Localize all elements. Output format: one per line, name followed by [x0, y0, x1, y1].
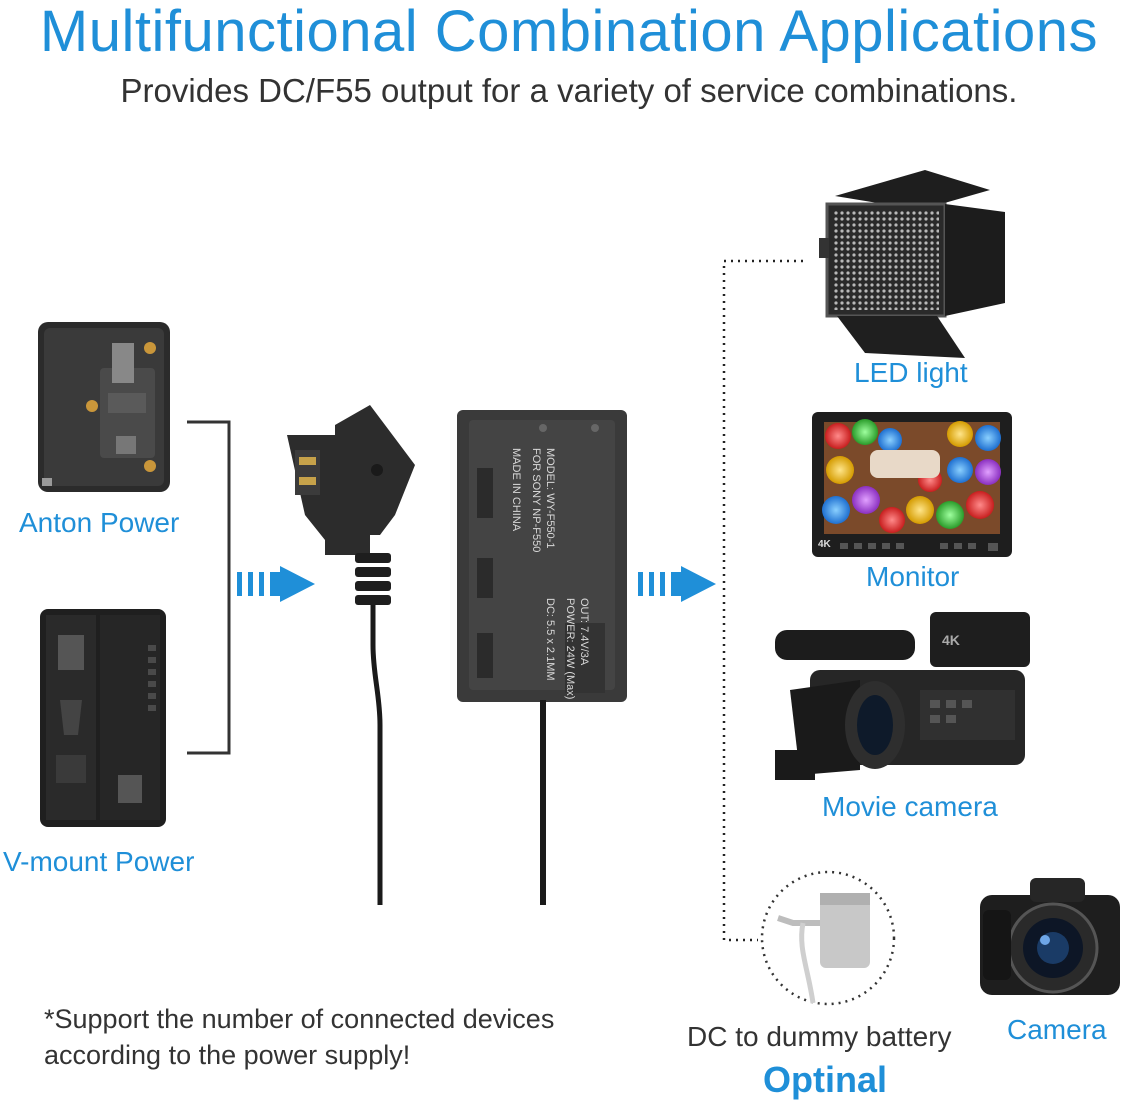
output-label-camera: Camera	[1007, 1014, 1107, 1045]
adapter-out-text: OUT: 7.4V/3A	[578, 598, 590, 666]
adapter-cable	[540, 700, 546, 905]
dtap-cable-image	[287, 405, 415, 905]
adapter-dc-text: DC: 5.5 x 2.1MM	[544, 598, 556, 681]
page-subtitle: Provides DC/F55 output for a variety of …	[120, 72, 1018, 109]
monitor-badge: 4K	[818, 539, 831, 550]
output-label-led: LED light	[854, 357, 968, 388]
adapter-for-text: FOR SONY NP-F550	[530, 448, 542, 553]
input-bracket	[187, 420, 231, 755]
adapter-origin-text: MADE IN CHINA	[510, 448, 522, 532]
adapter-model-text: MODEL: WY-F550-1	[544, 448, 556, 549]
page-title: Multifunctional Combination Applications	[39, 0, 1099, 64]
support-note-line2: according to the power supply!	[44, 1040, 411, 1070]
input-label-vmount: V-mount Power	[3, 846, 195, 877]
optional-label: Optinal	[763, 1059, 887, 1100]
dotted-connector-line	[722, 259, 803, 942]
camera-badge: 4K	[942, 632, 960, 648]
dummy-battery-adapter: MODEL: WY-F550-1 FOR SONY NP-F550 MADE I…	[455, 408, 630, 708]
compact-camera-image	[980, 878, 1120, 995]
output-label-dummy: DC to dummy battery	[687, 1021, 952, 1052]
support-note-line1: *Support the number of connected devices	[44, 1004, 555, 1034]
output-label-movie-camera: Movie camera	[822, 791, 998, 822]
monitor-image: 4K	[810, 410, 1015, 560]
anton-battery-image	[38, 322, 170, 492]
input-label-anton: Anton Power	[19, 507, 180, 538]
arrow-right-icon	[638, 566, 716, 602]
dummy-battery-optional-image	[760, 870, 896, 1006]
output-label-monitor: Monitor	[866, 561, 960, 592]
arrow-right-icon	[237, 566, 315, 602]
vmount-battery-image	[40, 609, 166, 827]
adapter-power-text: POWER: 24W (Max)	[564, 598, 576, 700]
movie-camera-image: 4K	[770, 610, 1050, 785]
led-light-image	[819, 170, 1005, 358]
